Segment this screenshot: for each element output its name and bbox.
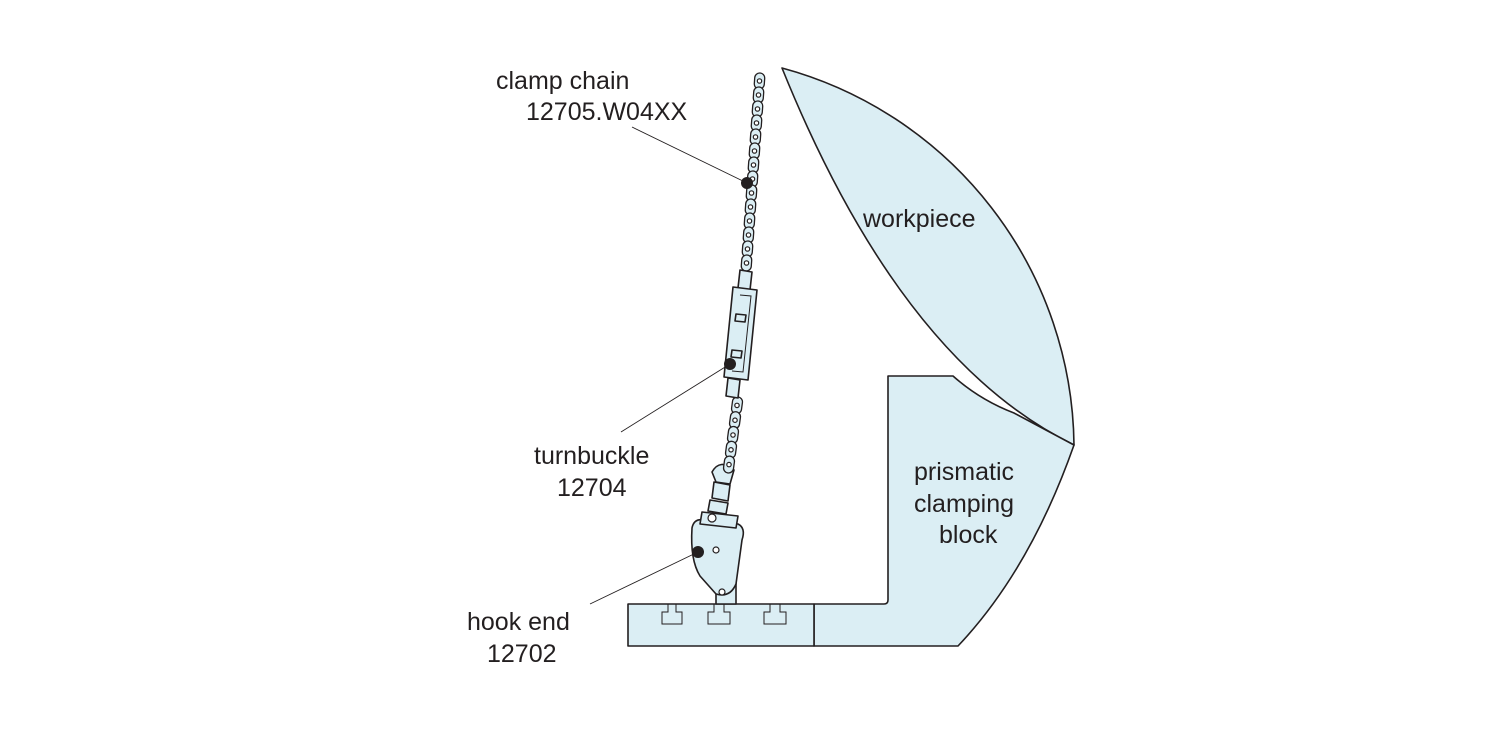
label-hook-end-code: 12702 [487,640,557,668]
callout-dot-hook-end [692,546,704,558]
chain-pin [756,78,763,84]
chain-pin [730,432,736,438]
chain-pin [753,120,760,126]
chain-pin [754,106,761,112]
t-slot-3 [763,604,787,625]
t-slot-2 [707,604,731,625]
leader-clamp-chain [631,126,748,184]
chain-pin [751,148,758,154]
chain-pin [752,134,759,140]
chain-pin [747,204,754,210]
label-prismatic-block-line3: block [939,521,998,549]
chain-pin [748,190,755,196]
clamp-chain-part [722,72,766,474]
chain-pin [743,260,750,266]
base-rail-shape [627,603,815,647]
chain-pin [746,218,753,224]
chain-pin [732,417,738,424]
label-turnbuckle-name: turnbuckle [534,442,649,470]
callout-dot-turnbuckle [724,358,736,370]
label-clamp-chain-name: clamp chain [496,67,629,95]
callout-dot-clamp-chain [741,177,753,189]
leader-turnbuckle [620,363,731,433]
chain-pin [750,162,757,168]
chain-pin [728,446,734,453]
chain-pin [755,92,762,98]
prismatic-clamping-block-shape [813,375,1075,647]
label-workpiece: workpiece [862,205,976,233]
label-hook-end-name: hook end [467,608,570,636]
hook-end-part [690,463,745,605]
label-turnbuckle-code: 12704 [557,474,627,502]
chain-pin [726,461,732,468]
chain-pin [745,232,752,238]
label-prismatic-block-line2: clamping [914,490,1014,518]
t-slot-1 [661,604,683,625]
turnbuckle-part [723,269,758,399]
chain-pin [734,402,740,409]
workpiece-shape [781,67,1075,446]
leader-hook-end [589,551,699,605]
label-prismatic-block-line1: prismatic [914,458,1014,486]
chain-pin [744,246,751,252]
label-clamp-chain-code: 12705.W04XX [526,98,688,126]
